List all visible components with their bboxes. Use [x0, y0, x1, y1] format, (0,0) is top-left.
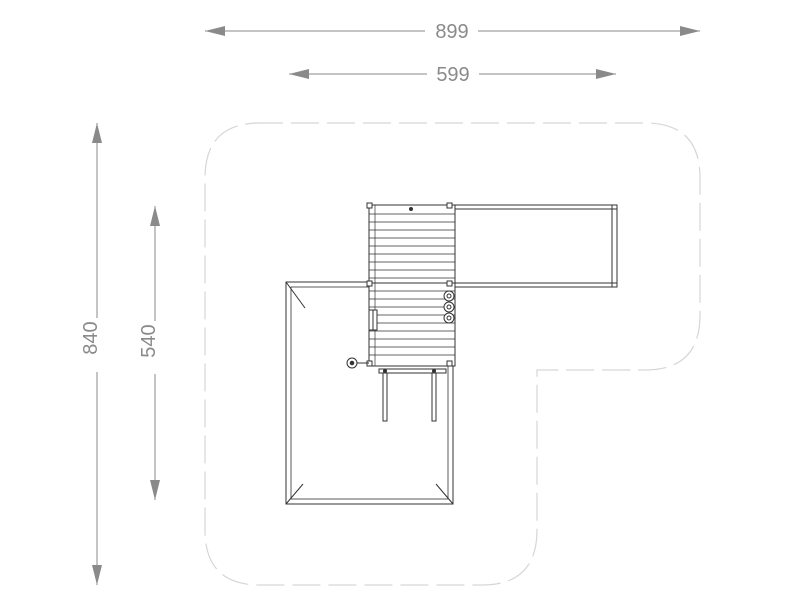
steering-wheel-icon	[346, 357, 369, 369]
dimension-inner-width: 599	[289, 64, 616, 86]
dimension-label-899: 899	[435, 21, 468, 43]
upper-platform	[366, 202, 456, 289]
slide	[454, 204, 618, 288]
ring-icon	[443, 290, 455, 324]
dimension-total-depth: 840	[80, 123, 102, 585]
play-structure	[285, 202, 618, 505]
dimension-total-width: 899	[205, 21, 700, 43]
lower-platform	[366, 280, 456, 367]
dimension-label-840: 840	[80, 321, 102, 354]
dimension-label-540: 540	[138, 324, 160, 357]
safety-zone-outline	[204, 122, 701, 586]
dimension-label-599: 599	[436, 64, 469, 86]
ladder	[378, 368, 447, 422]
dimension-inner-depth: 540	[138, 206, 160, 500]
